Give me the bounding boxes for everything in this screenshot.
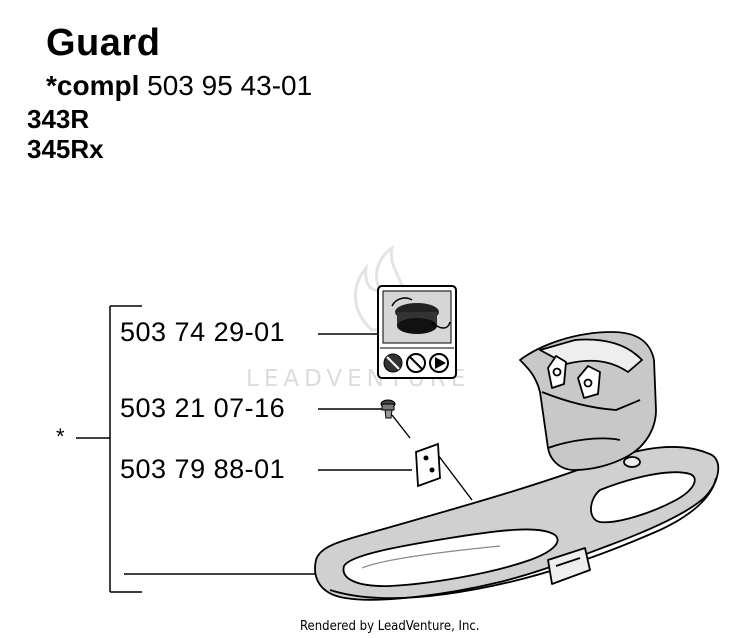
part-number-decal: 503 74 29-01 xyxy=(120,317,286,347)
bracket-marker: * xyxy=(56,424,65,449)
assembly-prefix: *compl xyxy=(46,70,140,101)
plate-icon xyxy=(415,442,441,488)
model-345rx: 345Rx xyxy=(27,134,104,164)
footer-credit: Rendered by LeadVenture, Inc. xyxy=(300,619,480,634)
trimmer-guard-icon xyxy=(314,331,720,601)
part-number-screw: 503 21 07-16 xyxy=(120,393,286,423)
assembly-number: *compl 503 95 43-01 xyxy=(46,70,312,102)
leader-lines xyxy=(124,333,473,575)
screw-icon xyxy=(380,399,396,419)
assembly-part-number: 503 95 43-01 xyxy=(147,70,313,101)
part-number-plate: 503 79 88-01 xyxy=(120,454,286,484)
page-title: Guard xyxy=(46,22,161,64)
model-343r: 343R xyxy=(27,104,90,134)
assembly-bracket xyxy=(76,305,142,593)
spool-decal-icon xyxy=(377,285,457,379)
